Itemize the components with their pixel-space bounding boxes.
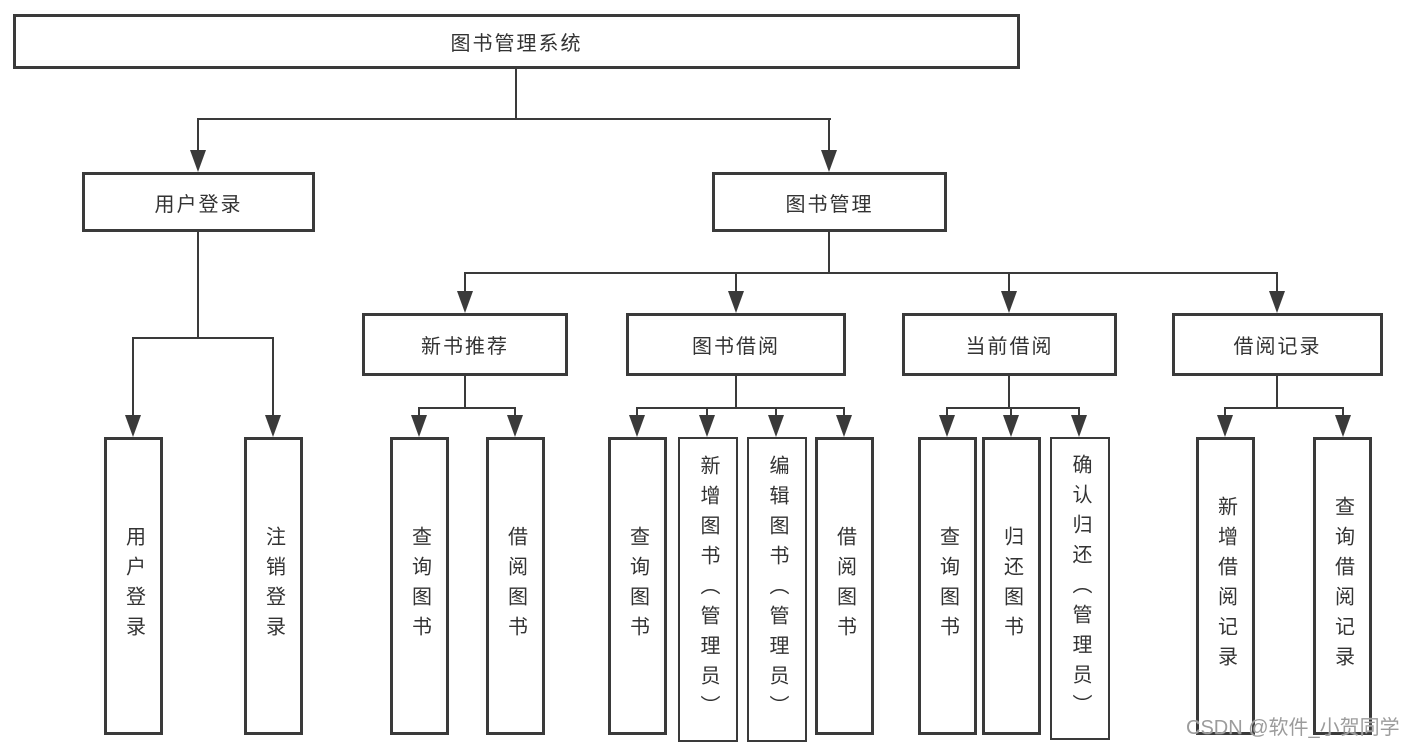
csdn-watermark: CSDN @软件_小贺同学 <box>1186 717 1400 739</box>
node-label: 当前借阅 <box>965 336 1054 358</box>
connector-line <box>515 69 517 118</box>
connector-line <box>1078 407 1080 417</box>
connector-line <box>1008 376 1010 407</box>
connector-line <box>636 407 638 417</box>
node-current-borrowing: 当前借阅 <box>902 313 1117 376</box>
node-library-management-system: 图书管理系统 <box>13 14 1020 69</box>
leaf-label: 新增图书（管理员） <box>697 454 719 725</box>
connector-line <box>636 407 845 409</box>
arrowhead-down-icon <box>836 415 852 437</box>
node-label: 新书推荐 <box>421 336 509 358</box>
connector-line <box>418 407 516 409</box>
node-label: 图书管理 <box>785 193 874 216</box>
connector-line <box>946 407 1080 409</box>
leaf-bb-edit-books-admin: 编辑图书（管理员） <box>747 437 807 742</box>
node-book-management: 图书管理 <box>712 172 947 232</box>
leaf-bb-add-books-admin: 新增图书（管理员） <box>678 437 738 742</box>
connector-line <box>1008 272 1010 292</box>
arrowhead-down-icon <box>125 415 141 437</box>
node-user-login: 用户登录 <box>82 172 315 232</box>
leaf-label: 确认归还（管理员） <box>1069 453 1091 724</box>
node-book-borrowing: 图书借阅 <box>626 313 846 376</box>
arrowhead-down-icon <box>728 291 744 313</box>
leaf-label: 查询图书 <box>408 526 431 646</box>
connector-line <box>1224 407 1344 409</box>
leaf-nbr-borrow-books: 借阅图书 <box>486 437 545 735</box>
leaf-label: 用户登录 <box>122 526 145 646</box>
connector-line <box>1342 407 1344 417</box>
connector-line <box>418 407 420 417</box>
arrowhead-down-icon <box>768 415 784 437</box>
connector-line <box>706 407 708 417</box>
leaf-label: 查询图书 <box>626 526 649 646</box>
connector-line <box>828 118 830 152</box>
node-label: 借阅记录 <box>1233 336 1322 358</box>
node-borrowing-records: 借阅记录 <box>1172 313 1383 376</box>
leaf-cb-confirm-return-admin: 确认归还（管理员） <box>1050 437 1110 740</box>
connector-line <box>132 337 274 339</box>
connector-line <box>828 232 830 272</box>
leaf-label: 借阅图书 <box>833 526 856 646</box>
leaf-bb-query-books: 查询图书 <box>608 437 667 735</box>
connector-line <box>464 272 466 292</box>
arrowhead-down-icon <box>265 415 281 437</box>
leaf-cb-query-books: 查询图书 <box>918 437 977 735</box>
connector-line <box>1010 407 1012 417</box>
connector-line <box>464 272 1278 274</box>
arrowhead-down-icon <box>1003 415 1019 437</box>
leaf-label: 注销登录 <box>262 526 285 646</box>
arrowhead-down-icon <box>1071 415 1087 437</box>
arrowhead-down-icon <box>507 415 523 437</box>
connector-line <box>132 337 134 417</box>
leaf-cb-return-books: 归还图书 <box>982 437 1041 735</box>
leaf-nbr-query-books: 查询图书 <box>390 437 449 735</box>
leaf-label: 查询借阅记录 <box>1331 496 1354 676</box>
connector-line <box>735 272 737 292</box>
leaf-rec-query-borrow-record: 查询借阅记录 <box>1313 437 1372 735</box>
arrowhead-down-icon <box>1001 291 1017 313</box>
arrowhead-down-icon <box>629 415 645 437</box>
connector-line <box>735 376 737 407</box>
connector-line <box>197 118 831 120</box>
leaf-label: 编辑图书（管理员） <box>766 454 788 725</box>
arrowhead-down-icon <box>699 415 715 437</box>
connector-line <box>843 407 845 417</box>
arrowhead-down-icon <box>1217 415 1233 437</box>
connector-line <box>1276 376 1278 407</box>
node-new-book-recommendation: 新书推荐 <box>362 313 568 376</box>
arrowhead-down-icon <box>457 291 473 313</box>
leaf-label: 查询图书 <box>936 526 959 646</box>
connector-line <box>946 407 948 417</box>
connector-line <box>1276 272 1278 292</box>
connector-line <box>1224 407 1226 417</box>
arrowhead-down-icon <box>411 415 427 437</box>
leaf-bb-borrow-books: 借阅图书 <box>815 437 874 735</box>
leaf-label: 归还图书 <box>1000 526 1023 646</box>
arrowhead-down-icon <box>1269 291 1285 313</box>
leaf-rec-add-borrow-record: 新增借阅记录 <box>1196 437 1255 735</box>
node-label: 用户登录 <box>154 193 243 216</box>
connector-line <box>514 407 516 417</box>
connector-line <box>197 118 199 152</box>
connector-line <box>272 337 274 417</box>
connector-line <box>197 232 199 337</box>
leaf-logout-login: 注销登录 <box>244 437 303 735</box>
arrowhead-down-icon <box>939 415 955 437</box>
arrowhead-down-icon <box>190 150 206 172</box>
connector-line <box>464 376 466 407</box>
leaf-user-login: 用户登录 <box>104 437 163 735</box>
arrowhead-down-icon <box>821 150 837 172</box>
node-label: 图书借阅 <box>692 336 780 358</box>
arrowhead-down-icon <box>1335 415 1351 437</box>
connector-line <box>775 407 777 417</box>
leaf-label: 新增借阅记录 <box>1214 496 1237 676</box>
node-label: 图书管理系统 <box>450 33 583 55</box>
leaf-label: 借阅图书 <box>504 526 527 646</box>
